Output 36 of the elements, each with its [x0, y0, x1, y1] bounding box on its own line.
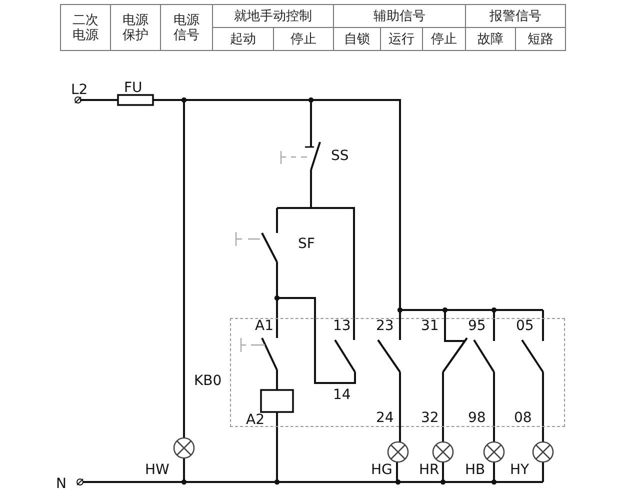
- table-header: 自锁: [334, 28, 381, 51]
- table-header: 电源信号: [161, 5, 213, 51]
- terminal-label: HY: [510, 462, 530, 478]
- terminal-label: FU: [124, 80, 142, 96]
- table-header: 电源保护: [111, 5, 161, 51]
- table-header: 辅助信号: [334, 5, 466, 28]
- table-header: 运行: [381, 28, 423, 51]
- table-header: 停止: [423, 28, 466, 51]
- terminal-label: L2: [71, 82, 88, 98]
- terminal-label: 08: [514, 410, 532, 426]
- terminal-label: A2: [246, 412, 264, 428]
- table-header: 报警信号: [466, 5, 566, 28]
- table-header: 就地手动控制: [213, 5, 334, 28]
- terminal-label: HR: [419, 462, 440, 478]
- terminal-label: A1: [255, 318, 274, 334]
- terminal-label: HB: [465, 462, 486, 478]
- terminal-label: 14: [333, 387, 351, 403]
- terminal-label: 95: [468, 318, 486, 334]
- terminal-label: N: [56, 476, 66, 492]
- terminal-label: 31: [421, 318, 439, 334]
- terminal-label: 32: [421, 410, 439, 426]
- terminal-label: SS: [331, 148, 349, 164]
- terminal-label: SF: [298, 236, 315, 252]
- terminal-label: 05: [516, 318, 534, 334]
- table-header: 故障: [466, 28, 516, 51]
- terminal-label: HW: [145, 462, 170, 478]
- terminal-label: 23: [376, 318, 394, 334]
- terminal-label: 24: [376, 410, 394, 426]
- terminal-label: HG: [371, 462, 392, 478]
- relay-label: KB0: [194, 373, 222, 389]
- table-header: 起动: [213, 28, 274, 51]
- terminal-label: 98: [468, 410, 486, 426]
- table-header: 短路: [516, 28, 566, 51]
- terminal-label: 13: [333, 318, 351, 334]
- table-header: 二次电源: [61, 5, 111, 51]
- table-header: 停止: [274, 28, 334, 51]
